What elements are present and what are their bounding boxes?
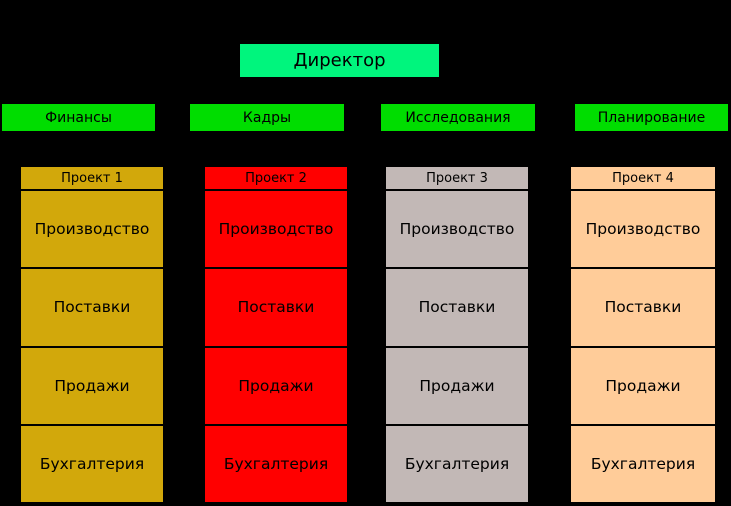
director-box: Директор	[240, 44, 439, 77]
project-column-1: Проект 1 Производство Поставки Продажи Б…	[21, 167, 163, 502]
project-1-cell-production: Производство	[21, 191, 163, 268]
project-2-cell-production: Производство	[205, 191, 347, 268]
department-box-finance: Финансы	[2, 104, 155, 131]
project-3-cell-accounting: Бухгалтерия	[386, 425, 528, 502]
project-1-cell-supplies: Поставки	[21, 269, 163, 346]
project-3-cell-supplies: Поставки	[386, 269, 528, 346]
department-box-planning: Планирование	[575, 104, 728, 131]
project-1-cell-sales: Продажи	[21, 347, 163, 424]
project-2-cell-sales: Продажи	[205, 347, 347, 424]
project-1-header: Проект 1	[21, 167, 163, 189]
department-box-hr: Кадры	[190, 104, 344, 131]
project-2-header: Проект 2	[205, 167, 347, 189]
project-1-cell-accounting: Бухгалтерия	[21, 425, 163, 502]
project-3-header: Проект 3	[386, 167, 528, 189]
project-4-cell-production: Производство	[571, 191, 715, 268]
project-4-header: Проект 4	[571, 167, 715, 189]
project-2-cell-accounting: Бухгалтерия	[205, 425, 347, 502]
project-4-cell-supplies: Поставки	[571, 269, 715, 346]
project-3-cell-production: Производство	[386, 191, 528, 268]
project-4-cell-sales: Продажи	[571, 347, 715, 424]
project-column-3: Проект 3 Производство Поставки Продажи Б…	[386, 167, 528, 502]
project-3-cell-sales: Продажи	[386, 347, 528, 424]
department-box-research: Исследования	[381, 104, 535, 131]
project-4-cell-accounting: Бухгалтерия	[571, 425, 715, 502]
project-2-cell-supplies: Поставки	[205, 269, 347, 346]
project-column-4: Проект 4 Производство Поставки Продажи Б…	[571, 167, 715, 502]
project-column-2: Проект 2 Производство Поставки Продажи Б…	[205, 167, 347, 502]
